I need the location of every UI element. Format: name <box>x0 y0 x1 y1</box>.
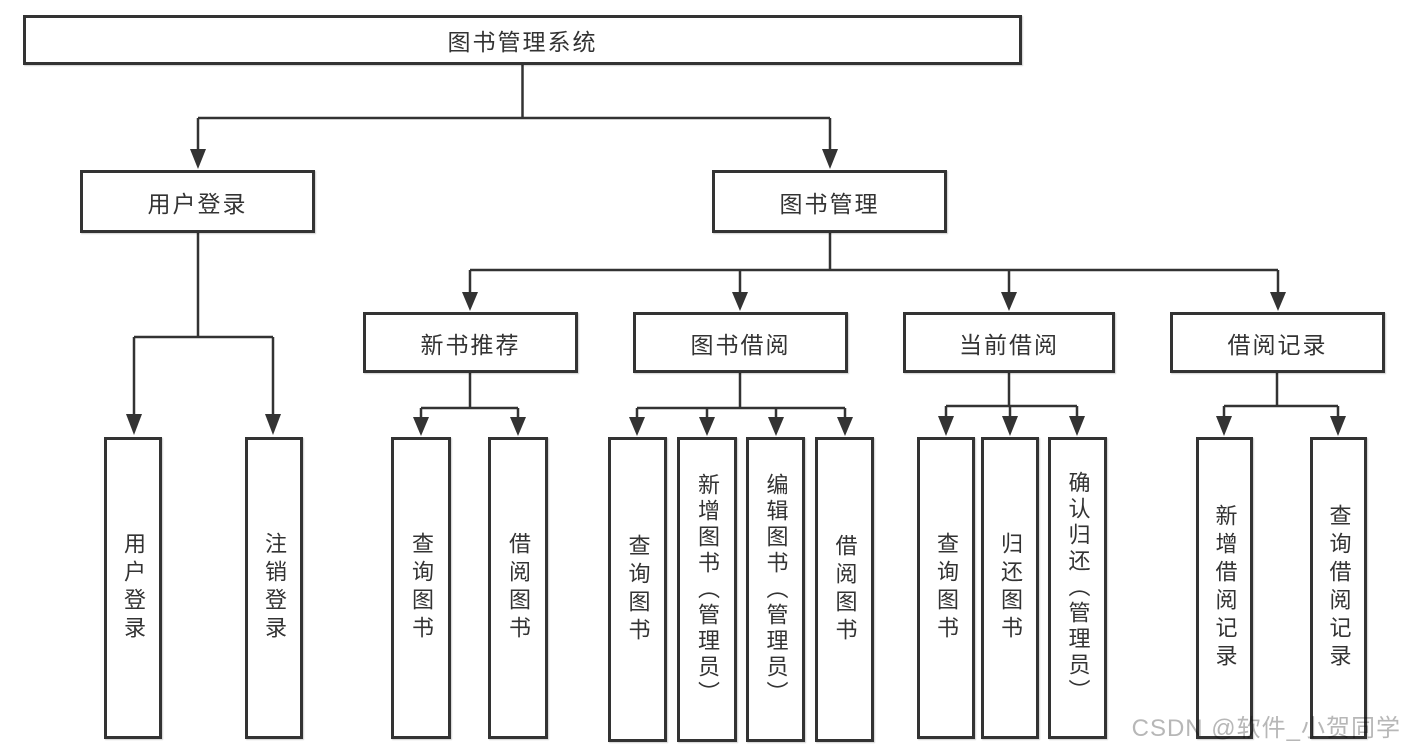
node-library-system: 图书管理系统 <box>23 15 1022 65</box>
arrow-down-icon <box>629 417 645 436</box>
arrow-down-icon <box>938 416 954 436</box>
connector-user-login <box>126 233 281 435</box>
arrow-down-icon <box>190 149 206 169</box>
node-borrow-books: 借阅图书 <box>815 437 874 742</box>
node-user-login-action: 用户登录 <box>104 437 162 739</box>
arrow-down-icon <box>126 414 142 435</box>
arrow-down-icon <box>265 414 281 435</box>
arrow-down-icon <box>1001 292 1017 311</box>
arrow-down-icon <box>1002 416 1018 436</box>
arrow-down-icon <box>510 417 526 436</box>
connector-book-borrowing <box>629 373 853 436</box>
arrow-down-icon <box>732 292 748 311</box>
connector-book-management <box>462 233 1286 311</box>
node-query-books-borrow: 查询图书 <box>608 437 667 742</box>
connector-current-borrowing <box>938 373 1085 436</box>
node-current-borrowing: 当前借阅 <box>903 312 1115 373</box>
connector-borrowing-records <box>1216 373 1346 436</box>
arrow-down-icon <box>1069 416 1085 436</box>
node-query-books-recommend: 查询图书 <box>391 437 451 739</box>
connector-root-lines <box>196 65 832 151</box>
node-query-borrow-record: 查询借阅记录 <box>1310 437 1367 739</box>
arrow-down-icon <box>1270 292 1286 311</box>
connector-new-book-recommend-lines <box>419 373 520 419</box>
node-return-book: 归还图书 <box>981 437 1039 739</box>
node-add-book-admin: 新增图书（管理员） <box>677 437 737 742</box>
node-borrow-books-recommend: 借阅图书 <box>488 437 548 739</box>
arrow-down-icon <box>1216 416 1232 436</box>
node-borrowing-records: 借阅记录 <box>1170 312 1385 373</box>
connector-borrowing-records-lines <box>1222 373 1340 418</box>
arrow-down-icon <box>768 417 784 436</box>
watermark: CSDN @软件_小贺同学 <box>1131 715 1401 742</box>
node-book-borrowing: 图书借阅 <box>633 312 848 373</box>
node-add-borrow-record: 新增借阅记录 <box>1196 437 1253 739</box>
arrow-down-icon <box>413 417 429 436</box>
node-user-login: 用户登录 <box>80 170 315 233</box>
node-new-book-recommend: 新书推荐 <box>363 312 578 373</box>
arrow-down-icon <box>1330 416 1346 436</box>
node-edit-book-admin: 编辑图书（管理员） <box>746 437 805 742</box>
connector-book-management-lines <box>468 233 1280 294</box>
arrow-down-icon <box>462 292 478 311</box>
arrow-down-icon <box>837 417 853 436</box>
arrow-down-icon <box>699 417 715 436</box>
connector-new-book-recommend <box>413 373 526 436</box>
node-query-books-current: 查询图书 <box>917 437 975 739</box>
arrow-down-icon <box>822 149 838 169</box>
connector-user-login-lines <box>132 233 275 416</box>
node-confirm-return-admin: 确认归还（管理员） <box>1048 437 1107 739</box>
connector-book-borrowing-lines <box>635 373 847 419</box>
connector-root <box>190 65 838 169</box>
node-book-management: 图书管理 <box>712 170 947 233</box>
node-logout: 注销登录 <box>245 437 303 739</box>
connector-current-borrowing-lines <box>944 373 1079 418</box>
